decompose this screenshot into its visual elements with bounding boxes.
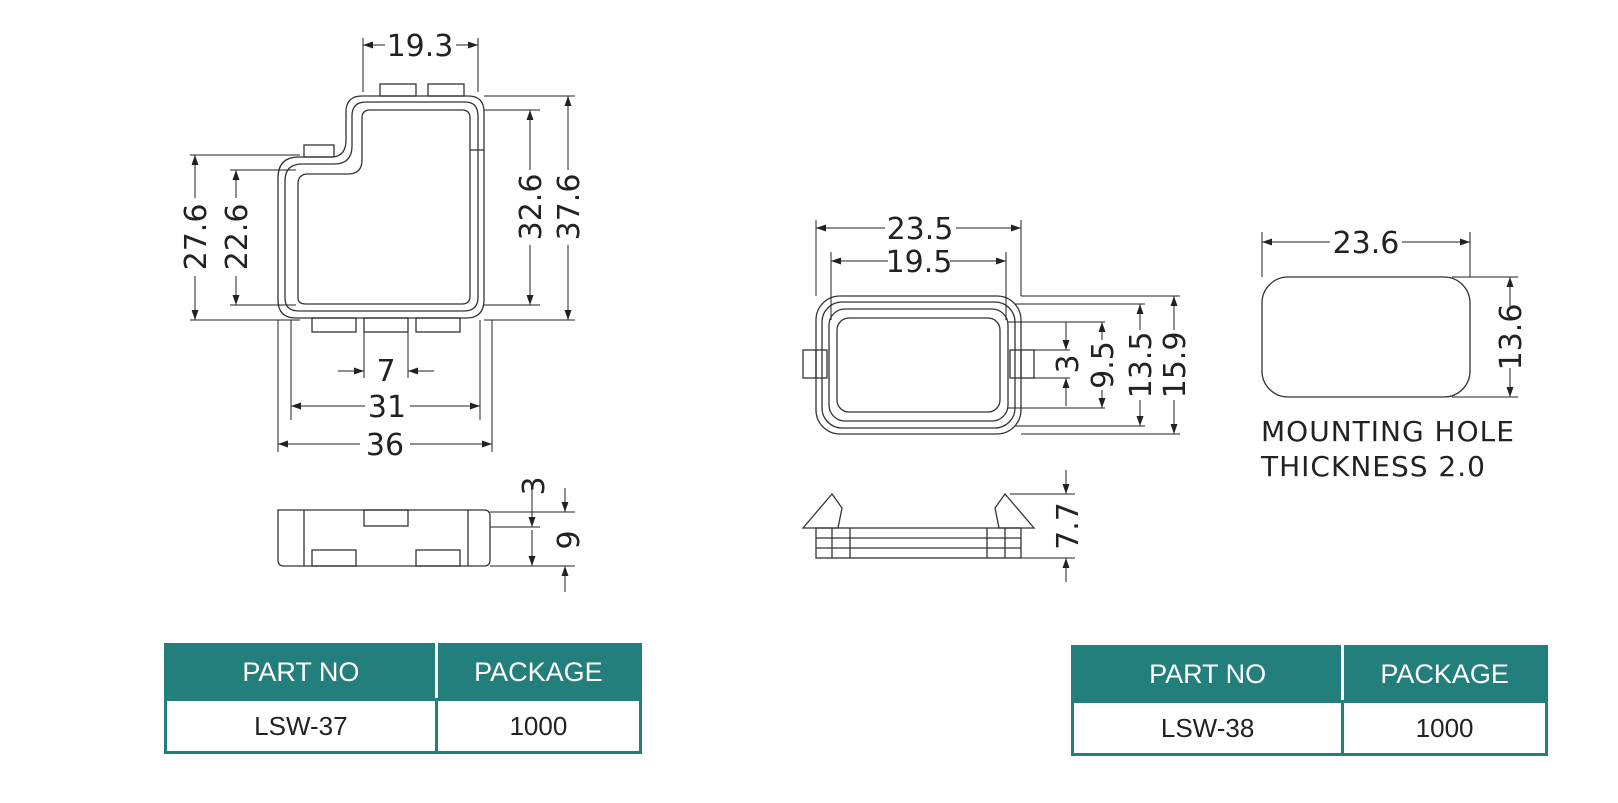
cell-package: 1000 bbox=[434, 698, 643, 754]
dim-hole-width: 23.6 bbox=[1333, 226, 1400, 261]
table-row: LSW-37 1000 bbox=[164, 698, 643, 754]
dim-outer-height: 15.9 bbox=[1158, 332, 1193, 399]
dim-mid-height: 13.5 bbox=[1124, 332, 1159, 399]
dim-side-top: 3 bbox=[517, 476, 552, 495]
mounting-hole-note-line1: MOUNTING HOLE bbox=[1261, 415, 1515, 448]
table-row: LSW-38 1000 bbox=[1070, 700, 1548, 756]
cell-part-no: LSW-38 bbox=[1070, 700, 1345, 756]
header-package: PACKAGE bbox=[434, 643, 643, 701]
lsw37-top-view bbox=[277, 83, 485, 333]
lsw38-dimension-lines bbox=[815, 220, 1180, 435]
header-package: PACKAGE bbox=[1341, 645, 1548, 703]
dim-tab: 3 bbox=[1051, 354, 1086, 373]
dim-inner-right-height: 32.6 bbox=[514, 174, 549, 241]
dim-inner-height: 22.6 bbox=[220, 204, 255, 271]
dim-side-height: 7.7 bbox=[1051, 502, 1086, 550]
cell-package: 1000 bbox=[1341, 700, 1548, 756]
dim-outer-width: 23.5 bbox=[887, 212, 954, 247]
dim-inner-width: 19.5 bbox=[886, 245, 953, 280]
mounting-hole-note-line2: THICKNESS 2.0 bbox=[1260, 450, 1486, 483]
lsw37-dimension-labels: 19.3 27.6 22.6 32.6 37.6 7 31 36 bbox=[179, 29, 587, 463]
dim-hole-height: 13.6 bbox=[1494, 304, 1529, 371]
lsw37-part-table: PART NO PACKAGE LSW-37 1000 bbox=[164, 643, 643, 754]
dim-inner-height: 9.5 bbox=[1086, 341, 1121, 389]
dim-side-height: 9 bbox=[552, 530, 587, 549]
dim-total-height: 37.6 bbox=[552, 174, 587, 241]
dim-inner-width: 31 bbox=[368, 390, 406, 425]
table-header-row: PART NO PACKAGE bbox=[1070, 645, 1548, 703]
lsw37-side-view bbox=[277, 509, 491, 567]
header-part-no: PART NO bbox=[164, 643, 438, 701]
lsw38-part-table: PART NO PACKAGE LSW-38 1000 bbox=[1070, 645, 1548, 756]
header-part-no: PART NO bbox=[1070, 645, 1345, 703]
dim-tab-width: 7 bbox=[376, 354, 395, 389]
mounting-hole-dimensions bbox=[1261, 232, 1518, 398]
dim-top-width: 19.3 bbox=[387, 29, 454, 64]
dim-outer-height: 27.6 bbox=[179, 204, 214, 271]
mounting-hole-view bbox=[1261, 276, 1471, 398]
cell-part-no: LSW-37 bbox=[164, 698, 438, 754]
table-header-row: PART NO PACKAGE bbox=[164, 643, 643, 701]
lsw38-side-view bbox=[801, 492, 1036, 559]
lsw37-dimension-lines bbox=[190, 38, 575, 452]
lsw38-top-view bbox=[802, 295, 1035, 435]
lsw37-side-dimensions bbox=[490, 488, 575, 592]
dim-outer-width: 36 bbox=[366, 428, 404, 463]
lsw38-side-dimensions bbox=[1010, 470, 1075, 582]
lsw38-dimension-labels: 23.5 19.5 3 9.5 13.5 15.9 bbox=[886, 212, 1193, 398]
